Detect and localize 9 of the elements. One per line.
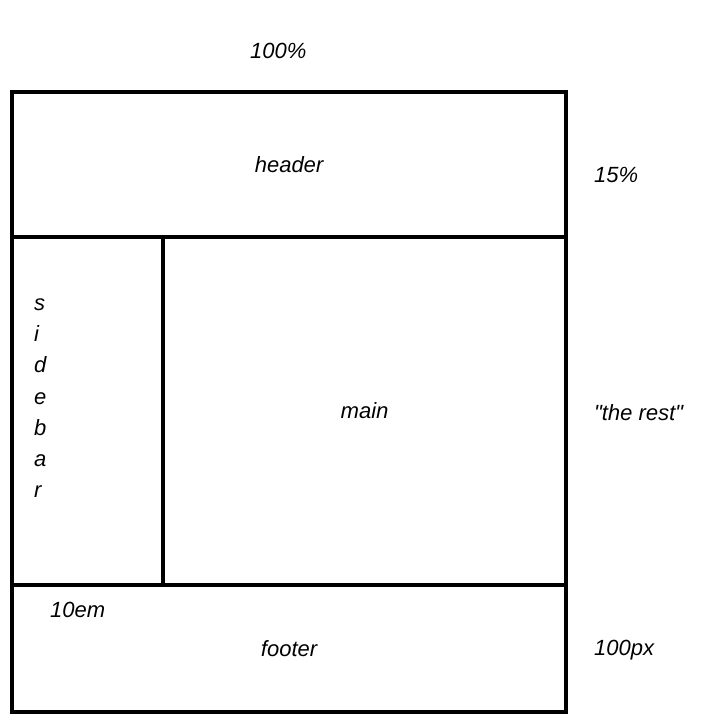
region-label: header [254, 152, 324, 178]
region-label: footer [260, 636, 318, 662]
region-label: main [340, 398, 388, 424]
width-label: 100% [250, 38, 306, 64]
height-label: "the rest" [594, 400, 683, 426]
height-label: 100px [594, 635, 654, 661]
height-label: 15% [594, 162, 638, 188]
region-label: sidebar [34, 289, 48, 504]
width-label: 10em [50, 597, 106, 623]
